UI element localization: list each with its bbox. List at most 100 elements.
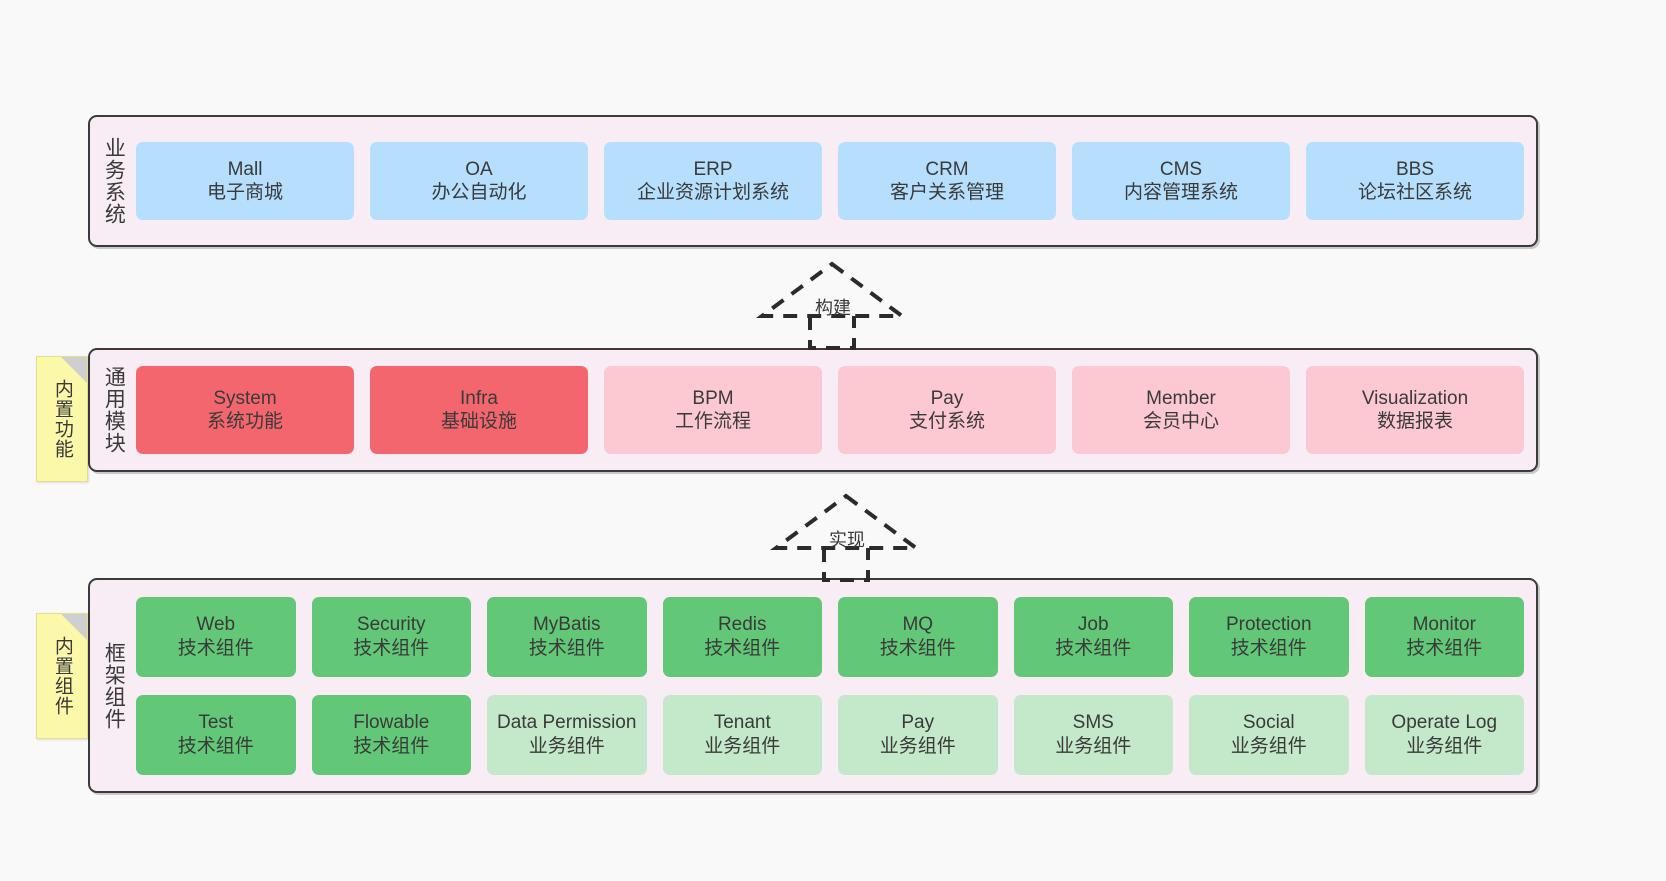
- box-title-cn: 业务组件: [1055, 735, 1132, 757]
- box-title-en: Mall: [227, 158, 263, 180]
- box-title-cn: 技术组件: [879, 637, 956, 659]
- box-title-en: CRM: [925, 158, 969, 180]
- sticky-note-text: 内置功能: [51, 379, 73, 459]
- box-data-permission[interactable]: Data Permission 业务组件: [487, 694, 647, 775]
- box-flowable[interactable]: Flowable 技术组件: [311, 694, 471, 775]
- box-title-cn: 支付系统: [908, 411, 985, 432]
- note-fold-corner-icon: [61, 357, 87, 383]
- box-oa[interactable]: OA 办公自动化: [370, 142, 588, 220]
- box-title-en: OA: [465, 158, 493, 180]
- box-title-en: BBS: [1395, 158, 1435, 180]
- box-title-cn: 技术组件: [1230, 637, 1307, 659]
- box-sms[interactable]: SMS 业务组件: [1013, 694, 1173, 775]
- arrow-stem: [808, 316, 856, 350]
- box-title-en: System: [213, 387, 277, 409]
- box-title-en: Data Permission: [497, 712, 637, 734]
- box-title-cn: 技术组件: [177, 637, 254, 659]
- connector-build-arrow: [755, 261, 909, 350]
- sticky-note-builtin-function: 内置功能: [36, 356, 88, 482]
- box-member[interactable]: Member 会员中心: [1072, 366, 1290, 454]
- arrow-stem: [822, 548, 870, 582]
- box-cms[interactable]: CMS 内容管理系统: [1072, 142, 1290, 220]
- box-title-cn: 企业资源计划系统: [636, 182, 789, 203]
- box-pay-module[interactable]: Pay 支付系统: [838, 366, 1056, 454]
- note-fold-corner-icon: [61, 614, 87, 640]
- layer-title-business-system: 业务系统: [102, 137, 126, 225]
- layer-common-module[interactable]: 通用模块 System 系统功能 Infra 基础设施 BPM 工作流程 Pay: [88, 348, 1538, 472]
- box-mybatis[interactable]: MyBatis 技术组件: [487, 596, 647, 677]
- box-title-en: Job: [1077, 614, 1109, 636]
- box-title-en: Member: [1146, 387, 1216, 409]
- box-tenant[interactable]: Tenant 业务组件: [662, 694, 822, 775]
- box-title-cn: 客户关系管理: [889, 182, 1004, 203]
- connector-implement-label: 实现: [829, 530, 865, 550]
- box-crm[interactable]: CRM 客户关系管理: [838, 142, 1056, 220]
- box-protection[interactable]: Protection 技术组件: [1189, 596, 1349, 677]
- box-title-en: ERP: [693, 158, 733, 180]
- box-title-en: MQ: [902, 614, 934, 636]
- sticky-note-text: 内置组件: [51, 636, 73, 716]
- box-title-cn: 技术组件: [1055, 637, 1132, 659]
- box-redis[interactable]: Redis 技术组件: [662, 596, 822, 677]
- box-system[interactable]: System 系统功能: [136, 366, 354, 454]
- box-title-cn: 工作流程: [674, 411, 751, 432]
- box-title-en: MyBatis: [532, 614, 601, 636]
- row-common-modules: System 系统功能 Infra 基础设施 BPM 工作流程 Pay 支付系统…: [136, 366, 1524, 454]
- row-business-components: Test 技术组件 Flowable 技术组件 Data Permission …: [136, 694, 1524, 775]
- box-title-cn: 技术组件: [177, 735, 254, 757]
- box-title-cn: 基础设施: [440, 411, 517, 432]
- box-title-cn: 技术组件: [353, 637, 430, 659]
- box-title-en: Web: [196, 614, 236, 636]
- box-title-cn: 内容管理系统: [1123, 182, 1238, 203]
- connector-implement-arrow: [769, 493, 923, 582]
- box-title-en: CMS: [1159, 158, 1203, 180]
- box-title-en: Redis: [717, 614, 767, 636]
- box-title-cn: 系统功能: [206, 411, 283, 432]
- box-social[interactable]: Social 业务组件: [1189, 694, 1349, 775]
- box-title-cn: 论坛社区系统: [1357, 182, 1472, 203]
- box-mq[interactable]: MQ 技术组件: [838, 596, 998, 677]
- box-test[interactable]: Test 技术组件: [136, 694, 296, 775]
- arrow-head-triangle: [755, 261, 909, 318]
- box-visualization[interactable]: Visualization 数据报表: [1306, 366, 1524, 454]
- box-title-cn: 技术组件: [528, 637, 605, 659]
- box-title-cn: 办公自动化: [431, 182, 527, 203]
- box-bbs[interactable]: BBS 论坛社区系统: [1306, 142, 1524, 220]
- box-pay-component[interactable]: Pay 业务组件: [838, 694, 998, 775]
- box-erp[interactable]: ERP 企业资源计划系统: [604, 142, 822, 220]
- box-title-en: Infra: [459, 387, 499, 409]
- arrow-head-triangle: [769, 493, 923, 550]
- box-title-en: Pay: [930, 387, 964, 409]
- box-title-en: Pay: [901, 712, 935, 734]
- box-title-en: Security: [356, 614, 426, 636]
- box-operate-log[interactable]: Operate Log 业务组件: [1364, 694, 1524, 775]
- box-title-en: Protection: [1225, 614, 1312, 636]
- box-web[interactable]: Web 技术组件: [136, 596, 296, 677]
- layer-body-common-module: System 系统功能 Infra 基础设施 BPM 工作流程 Pay 支付系统…: [136, 350, 1536, 470]
- box-title-en: Monitor: [1412, 614, 1476, 636]
- box-title-en: SMS: [1072, 712, 1114, 734]
- box-infra[interactable]: Infra 基础设施: [370, 366, 588, 454]
- layer-business-system[interactable]: 业务系统 Mall 电子商城 OA 办公自动化 ERP 企业资源计划系统 CRM: [88, 115, 1538, 247]
- box-title-en: Visualization: [1361, 387, 1469, 409]
- box-monitor[interactable]: Monitor 技术组件: [1364, 596, 1524, 677]
- box-title-cn: 电子商城: [206, 182, 283, 203]
- box-title-cn: 业务组件: [1406, 735, 1483, 757]
- layer-framework-component[interactable]: 框架组件 Web 技术组件 Security 技术组件 MyBatis 技术组件…: [88, 578, 1538, 793]
- box-bpm[interactable]: BPM 工作流程: [604, 366, 822, 454]
- row-tech-components: Web 技术组件 Security 技术组件 MyBatis 技术组件 Redi…: [136, 596, 1524, 677]
- box-title-cn: 数据报表: [1376, 411, 1453, 432]
- box-title-en: BPM: [692, 387, 734, 409]
- box-title-cn: 业务组件: [704, 735, 781, 757]
- box-mall[interactable]: Mall 电子商城: [136, 142, 354, 220]
- box-title-cn: 会员中心: [1142, 411, 1219, 432]
- box-title-en: Operate Log: [1391, 712, 1498, 734]
- box-job[interactable]: Job 技术组件: [1013, 596, 1173, 677]
- box-title-cn: 技术组件: [704, 637, 781, 659]
- box-security[interactable]: Security 技术组件: [311, 596, 471, 677]
- sticky-note-builtin-component: 内置组件: [36, 613, 88, 739]
- box-title-en: Flowable: [353, 712, 430, 734]
- box-title-cn: 技术组件: [1406, 637, 1483, 659]
- box-title-cn: 技术组件: [353, 735, 430, 757]
